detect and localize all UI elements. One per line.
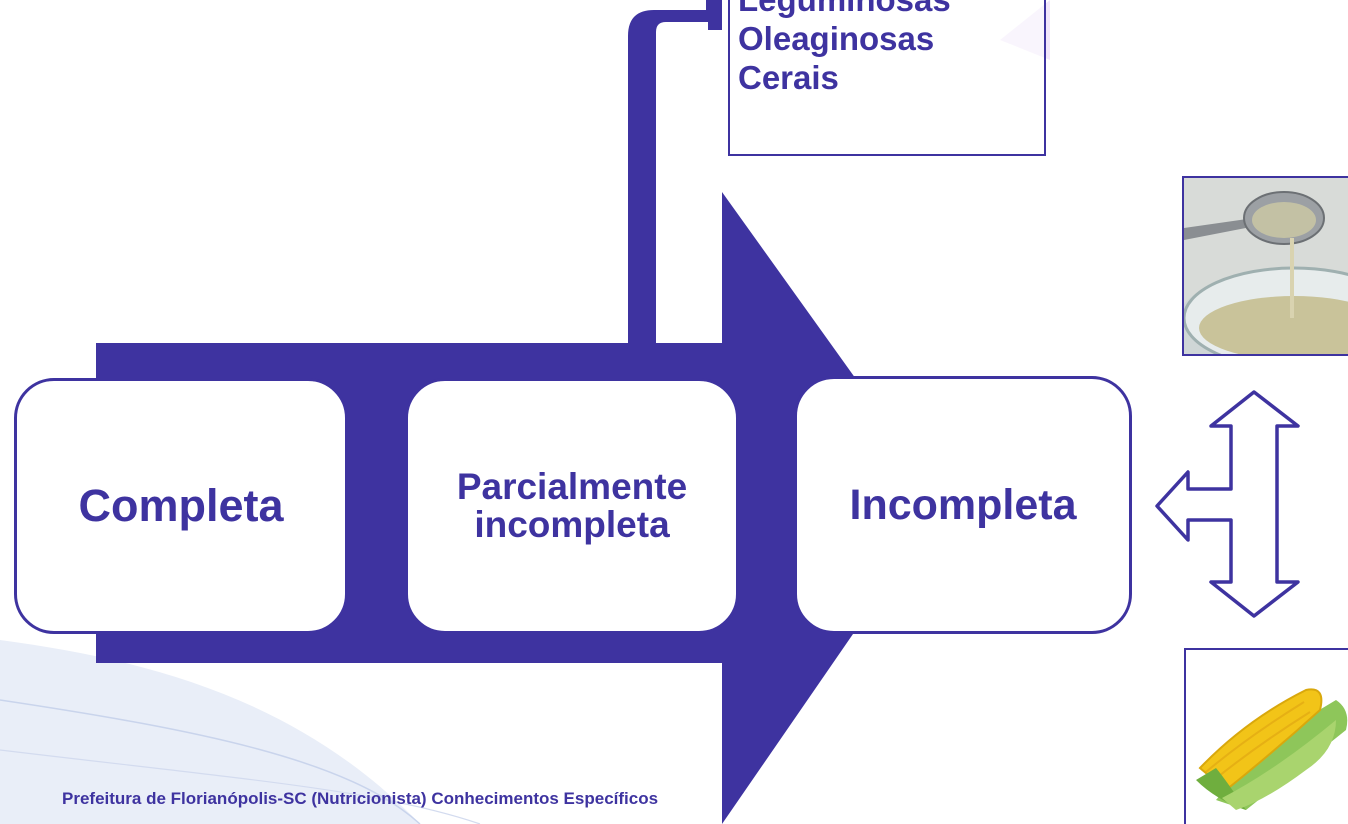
- stage-completa-label: Completa: [78, 480, 284, 531]
- stage-parcial-label-line: incompleta: [474, 504, 670, 545]
- source-item: Oleaginosas: [738, 20, 935, 57]
- gelatin-spoon-photo: [1182, 176, 1348, 356]
- stage-incompleta-box: Incompleta: [794, 376, 1132, 634]
- footer-text: Prefeitura de Florianópolis-SC (Nutricio…: [62, 789, 659, 808]
- decor-wave-line: [0, 749, 481, 824]
- source-item: Cerais: [738, 59, 839, 96]
- corn-illustration: [1186, 650, 1348, 824]
- source-item: Leguminosas: [738, 0, 1044, 19]
- protein-sources-list: Leguminosas Oleaginosas Cerais: [738, 0, 1044, 97]
- stage-completa-box: Completa: [14, 378, 348, 634]
- stage-parcial-box: Parcialmente incompleta: [405, 378, 739, 634]
- stage-parcial-label: Parcialmente incompleta: [457, 468, 687, 543]
- three-way-hollow-arrow: [1155, 390, 1300, 618]
- stage-incompleta-label: Incompleta: [849, 480, 1077, 529]
- stage-parcial-label-line: Parcialmente: [456, 466, 688, 508]
- decor-wave-shape: [0, 640, 420, 824]
- protein-sources-box: Leguminosas Oleaginosas Cerais: [728, 0, 1046, 156]
- corn-photo: [1184, 648, 1348, 824]
- branch-arrow: [628, 0, 722, 343]
- gelatin-spoon-illustration: [1184, 178, 1348, 354]
